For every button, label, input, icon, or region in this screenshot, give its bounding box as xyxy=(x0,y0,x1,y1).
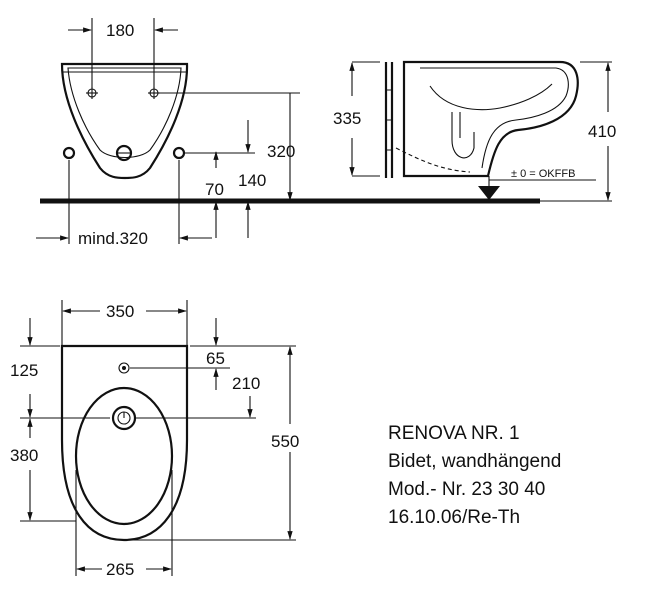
dim-210-label: 210 xyxy=(232,374,260,393)
side-view: 335 410 ± 0 = OKFFB xyxy=(333,60,616,202)
dim-350-label: 350 xyxy=(106,302,134,321)
top-tap-hole xyxy=(118,362,130,374)
dim-70-label: 70 xyxy=(205,180,224,199)
front-fixing-hole-left xyxy=(86,87,98,99)
dim-mind320-label: mind.320 xyxy=(78,229,148,248)
title-line-model-number: Mod.- Nr. 23 30 40 xyxy=(388,479,546,500)
dim-125-label: 125 xyxy=(10,361,38,380)
dim-380-label: 380 xyxy=(10,446,38,465)
floor-ref-label: ± 0 = OKFFB xyxy=(511,168,575,180)
title-block: RENOVA NR. 1 Bidet, wandhängend Mod.- Nr… xyxy=(388,420,561,532)
side-siphon xyxy=(451,112,475,159)
dim-320-label: 320 xyxy=(267,142,295,161)
top-view: 350 125 65 210 380 550 265 xyxy=(10,300,299,579)
front-bidet-outline xyxy=(60,62,189,180)
title-line-description: Bidet, wandhängend xyxy=(388,451,562,472)
dim-180-label: 180 xyxy=(106,21,134,40)
top-drain xyxy=(111,405,137,431)
dim-65-label: 65 xyxy=(206,349,225,368)
top-bidet-outline xyxy=(60,344,189,542)
top-bowl-outline xyxy=(74,386,174,526)
front-supply-right xyxy=(172,146,186,160)
dim-265-label: 265 xyxy=(106,560,134,579)
title-line-date: 16.10.06/Re-Th xyxy=(388,507,521,528)
front-view: 180 320 140 70 mind.320 xyxy=(36,18,540,248)
floor-ref-triangle xyxy=(478,186,500,200)
dim-335-label: 335 xyxy=(333,109,361,128)
front-supply-left xyxy=(62,146,76,160)
dim-410-label: 410 xyxy=(588,122,616,141)
side-bidet-outline xyxy=(402,60,579,178)
dim-140-label: 140 xyxy=(238,171,266,190)
title-line-model-name: RENOVA NR. 1 xyxy=(388,423,520,444)
front-drain xyxy=(115,144,133,162)
dim-550-label: 550 xyxy=(271,432,299,451)
